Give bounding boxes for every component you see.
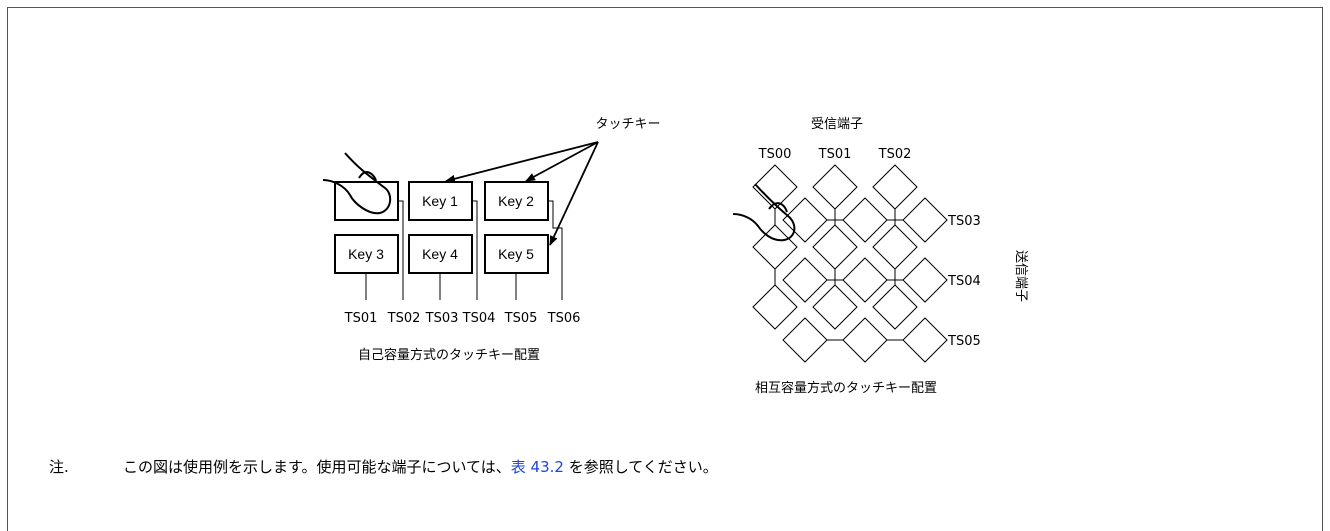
figure-frame bbox=[7, 7, 1323, 531]
self-capacitance-diagram: Key 1 Key 2 Key 3 Key 4 Key 5 タッチキー TS01 bbox=[322, 117, 661, 363]
key-1-label: Key 1 bbox=[422, 193, 458, 209]
rx-terminal-ts02: TS02 bbox=[878, 147, 912, 162]
note-mark: 注. bbox=[49, 458, 69, 476]
self-terminal-ts01: TS01 bbox=[344, 311, 378, 326]
electrode-grid bbox=[752, 164, 948, 363]
self-terminal-ts05: TS05 bbox=[504, 311, 538, 326]
mutual-capacitance-diagram: 受信端子 TS00 TS01 TS02 bbox=[732, 117, 1028, 396]
self-wiring bbox=[365, 200, 563, 300]
tx-terminal-ts04: TS04 bbox=[947, 274, 981, 289]
rx-terminal-ts01: TS01 bbox=[818, 147, 852, 162]
touch-key-callout-arrows bbox=[445, 141, 599, 246]
self-terminal-ts04: TS04 bbox=[462, 311, 496, 326]
key-5-label: Key 5 bbox=[498, 246, 534, 262]
table-reference-link[interactable]: 表 43.2 bbox=[510, 458, 564, 476]
receive-terminals-title: 受信端子 bbox=[811, 117, 863, 132]
mutual-capacitance-caption: 相互容量方式のタッチキー配置 bbox=[755, 380, 937, 396]
key-4-label: Key 4 bbox=[422, 246, 458, 262]
tx-terminal-ts03: TS03 bbox=[947, 214, 981, 229]
self-terminal-ts06: TS06 bbox=[547, 311, 581, 326]
finger-icon bbox=[732, 183, 796, 242]
figure-note: 注. この図は使用例を示します。使用可能な端子については、表 43.2 を参照して… bbox=[49, 456, 718, 477]
tx-terminal-ts05: TS05 bbox=[947, 334, 981, 349]
key-2-label: Key 2 bbox=[498, 193, 534, 209]
transmit-terminals-title: 送信端子 bbox=[1013, 250, 1028, 302]
self-terminal-ts02: TS02 bbox=[387, 311, 421, 326]
note-text-before: この図は使用例を示します。使用可能な端子については、 bbox=[123, 458, 511, 476]
self-capacitance-caption: 自己容量方式のタッチキー配置 bbox=[358, 347, 540, 363]
self-terminal-ts03: TS03 bbox=[425, 311, 459, 326]
rx-terminal-ts00: TS00 bbox=[758, 147, 792, 162]
key-3-label: Key 3 bbox=[348, 246, 384, 262]
note-text-after: を参照してください。 bbox=[563, 458, 718, 476]
finger-icon bbox=[322, 152, 392, 215]
touch-key-callout-label: タッチキー bbox=[595, 117, 660, 132]
